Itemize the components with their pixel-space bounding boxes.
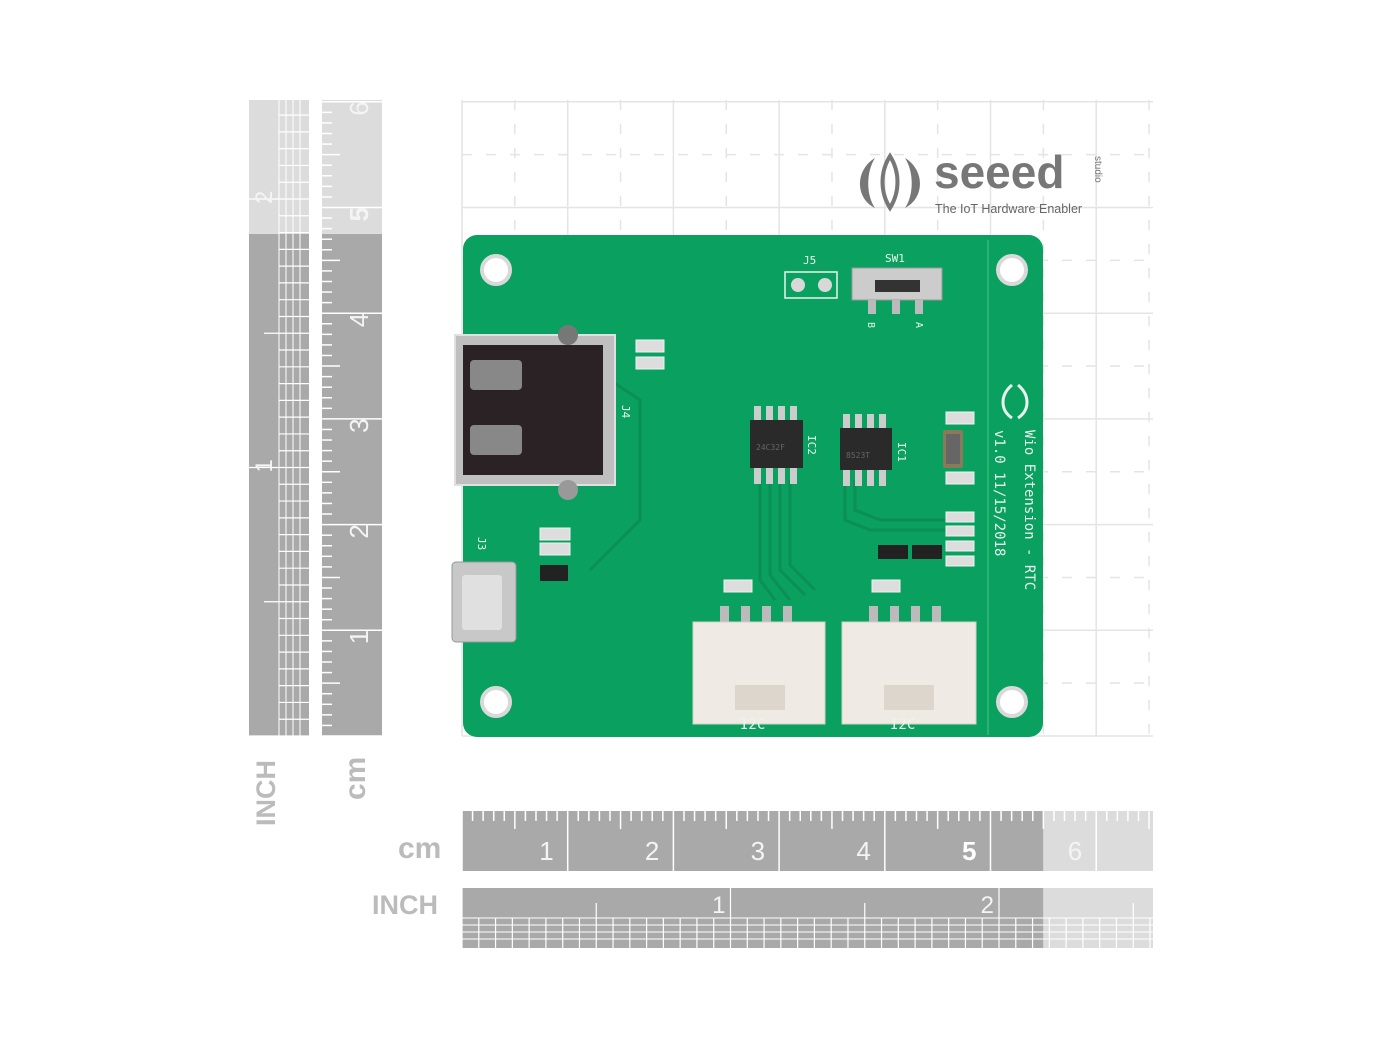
j4-label: J4 — [619, 405, 632, 419]
cm-tick-label: 3 — [344, 418, 374, 432]
grove-connector-2: I2C — [841, 606, 977, 733]
cm-tick-label: 4 — [344, 313, 374, 327]
usb-a-connector: J4 — [454, 325, 632, 500]
cm-ruler-bottom — [462, 811, 1044, 871]
rulers: 1 2 3 4 5 6 1 2 1 2 3 4 5 6 1 2 — [249, 97, 1153, 948]
cm-ruler-left — [322, 233, 382, 737]
ic1-chip: 8523T IC1 — [840, 414, 908, 486]
logo-sub: studio — [1092, 156, 1103, 183]
ic1-label: IC1 — [895, 442, 908, 462]
inch-tick-label: 2 — [251, 191, 278, 204]
logo-tagline: The IoT Hardware Enabler — [935, 202, 1082, 216]
seeed-silk-icon — [1001, 383, 1029, 420]
cm-tick-label: 4 — [856, 836, 870, 866]
cm-tick-label: 5 — [962, 836, 976, 866]
inch-label-left: INCH — [251, 760, 281, 826]
cm-label-left: cm — [339, 757, 372, 800]
cm-tick-label: 5 — [344, 207, 374, 221]
sw-a-label: A — [913, 322, 924, 328]
ic1-marking: 8523T — [846, 451, 870, 460]
i2c-label-1: I2C — [740, 717, 765, 733]
grove-connector-1: I2C — [692, 606, 826, 733]
inch-tick-label: 2 — [981, 892, 994, 919]
inch-label-bottom: INCH — [372, 890, 438, 920]
inch-tick-label: 1 — [251, 459, 278, 472]
cm-label-bottom: cm — [398, 832, 441, 865]
cm-tick-label: 1 — [539, 836, 553, 866]
cm-ruler-bottom-extension — [1043, 811, 1153, 871]
cm-tick-label: 2 — [645, 836, 659, 866]
cm-tick-label: 6 — [1068, 836, 1082, 866]
i2c-label-2: I2C — [890, 717, 915, 733]
cm-tick-label: 6 — [344, 101, 374, 115]
mounting-holes — [480, 254, 1028, 718]
board-title: Wio Extension - RTC — [1021, 430, 1037, 590]
inch-tick-label: 1 — [712, 892, 725, 919]
cm-tick-label: 3 — [751, 836, 765, 866]
cm-tick-label: 2 — [344, 524, 374, 538]
board-version: v1.0 11/15/2018 — [991, 430, 1007, 556]
seeed-logo-icon — [860, 152, 920, 212]
seeed-logo: seeed studio The IoT Hardware Enabler — [860, 146, 1103, 216]
j3-label: J3 — [475, 537, 488, 550]
micro-usb-connector: J3 — [451, 537, 517, 643]
ic2-chip: 24C32F IC2 — [750, 406, 818, 484]
ic2-label: IC2 — [805, 435, 818, 455]
j5-label: J5 — [803, 254, 816, 267]
cm-tick-label: 1 — [344, 630, 374, 644]
logo-brand: seeed — [934, 146, 1064, 198]
ic2-marking: 24C32F — [756, 443, 785, 452]
sw1-label: SW1 — [885, 252, 905, 265]
pcb-board: J5 SW1 B A J4 J3 24C32F IC2 — [451, 235, 1043, 737]
sw-b-label: B — [865, 322, 876, 328]
